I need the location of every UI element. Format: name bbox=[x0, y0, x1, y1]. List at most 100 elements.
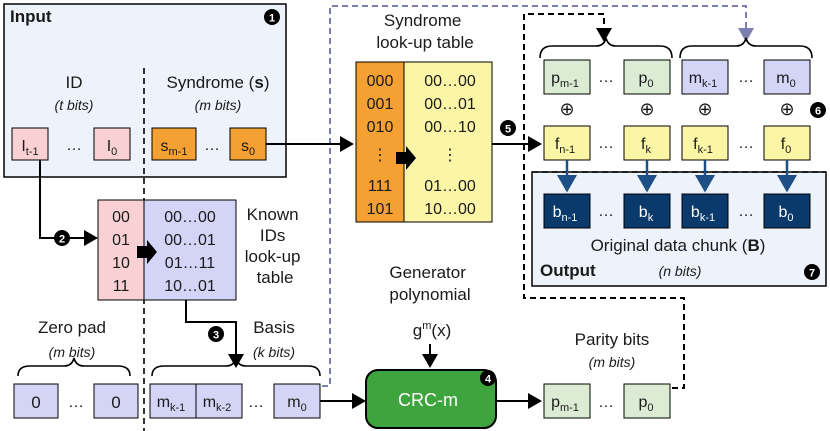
svg-text:…: … bbox=[738, 69, 754, 86]
svg-text:f0: f0 bbox=[781, 136, 792, 156]
svg-text:s0: s0 bbox=[241, 138, 255, 158]
svg-text:pm-1: pm-1 bbox=[551, 70, 579, 90]
svg-text:…: … bbox=[68, 394, 84, 411]
svg-text:10: 10 bbox=[112, 255, 130, 272]
out-msg-cell-high bbox=[681, 59, 729, 95]
svg-text:I0: I0 bbox=[107, 138, 118, 158]
id-bits: (t bits) bbox=[55, 97, 94, 113]
svg-text:…: … bbox=[598, 394, 614, 411]
svg-text:00…01: 00…01 bbox=[164, 232, 216, 249]
svg-text:fk-1: fk-1 bbox=[693, 136, 713, 156]
out-msg-cell-low bbox=[763, 59, 811, 95]
id-cell-high bbox=[11, 127, 49, 161]
syndrome-table-title: Syndrome look-up table bbox=[376, 11, 473, 52]
id-label: ID bbox=[66, 73, 83, 92]
parity-bits: (m bits) bbox=[589, 354, 636, 370]
output-title: Output bbox=[540, 261, 596, 280]
parity-cell-low bbox=[623, 383, 671, 419]
b-cell-0 bbox=[763, 193, 811, 229]
step-4-badge bbox=[480, 370, 496, 386]
syndrome-label: Syndrome (s) bbox=[166, 73, 269, 92]
step-1-badge bbox=[264, 9, 280, 25]
crc-label: CRC-m bbox=[398, 390, 458, 410]
svg-text:p0: p0 bbox=[638, 394, 653, 414]
original-chunk-label: Original data chunk (B) bbox=[591, 236, 766, 255]
svg-text:01…00: 01…00 bbox=[424, 178, 476, 195]
svg-text:fn-1: fn-1 bbox=[555, 136, 575, 156]
step-7-badge bbox=[804, 264, 820, 280]
syndrome-lookup-table: 000 001 010 ⋮ 111 101 00…00 00…01 00…10 … bbox=[355, 61, 493, 223]
svg-text:…: … bbox=[738, 203, 754, 220]
svg-text:000: 000 bbox=[367, 73, 394, 90]
svg-text:sm-1: sm-1 bbox=[161, 138, 188, 158]
f-cell-k bbox=[623, 125, 671, 161]
svg-text:6: 6 bbox=[815, 106, 821, 118]
syndrome-ellipsis: … bbox=[204, 137, 220, 154]
step-6-badge bbox=[810, 102, 826, 118]
svg-text:00…00: 00…00 bbox=[424, 73, 476, 90]
svg-text:00: 00 bbox=[112, 209, 130, 226]
known-table-title: Known IDs look-up table bbox=[245, 205, 306, 287]
svg-text:bn-1: bn-1 bbox=[553, 204, 578, 224]
svg-text:b0: b0 bbox=[778, 204, 793, 224]
basis-cell-0 bbox=[273, 383, 321, 419]
svg-text:m0: m0 bbox=[287, 394, 306, 414]
syndrome-cell-high bbox=[151, 127, 197, 161]
svg-text:1: 1 bbox=[269, 13, 275, 25]
svg-text:10…00: 10…00 bbox=[424, 201, 476, 218]
svg-text:bk: bk bbox=[639, 204, 654, 224]
svg-text:11: 11 bbox=[113, 278, 130, 295]
svg-text:4: 4 bbox=[485, 374, 492, 386]
svg-text:111: 111 bbox=[368, 178, 392, 195]
svg-text:2: 2 bbox=[59, 234, 65, 246]
id-to-known-arrow bbox=[39, 160, 98, 246]
known-ids-table: 00 01 10 11 00…00 00…01 01…11 10…01 bbox=[97, 199, 237, 301]
crc-block bbox=[365, 369, 497, 429]
svg-text:m0: m0 bbox=[776, 70, 795, 90]
svg-text:101: 101 bbox=[367, 201, 394, 218]
parity-cell-high bbox=[543, 383, 591, 419]
zero-pad-brace bbox=[17, 357, 131, 377]
id-cell-low bbox=[93, 127, 131, 161]
svg-text:p0: p0 bbox=[638, 70, 653, 90]
svg-text:mk-2: mk-2 bbox=[203, 394, 232, 414]
svg-text:pm-1: pm-1 bbox=[551, 394, 579, 414]
svg-text:00…00: 00…00 bbox=[164, 209, 216, 226]
xor-icon: ⊕ bbox=[697, 99, 712, 119]
svg-text:01: 01 bbox=[112, 232, 130, 249]
svg-text:10…01: 10…01 bbox=[164, 278, 216, 295]
known-to-basis-arrow bbox=[185, 300, 244, 368]
svg-text:0: 0 bbox=[31, 393, 40, 412]
step-5-badge bbox=[500, 120, 516, 136]
out-parity-cell-low bbox=[623, 59, 671, 95]
svg-text:001: 001 bbox=[367, 96, 394, 113]
xor-icon: ⊕ bbox=[779, 99, 794, 119]
svg-text:010: 010 bbox=[367, 119, 394, 136]
f-cell-0 bbox=[763, 125, 811, 161]
svg-text:…: … bbox=[598, 135, 614, 152]
lookup-arrow-icon bbox=[137, 240, 157, 264]
svg-text:bk-1: bk-1 bbox=[691, 204, 715, 224]
xor-icon: ⊕ bbox=[639, 99, 654, 119]
svg-text:0: 0 bbox=[111, 393, 120, 412]
out-parity-cell-high bbox=[543, 59, 591, 95]
generator-poly: gm(x) bbox=[413, 320, 451, 340]
zero-cell-low bbox=[93, 383, 139, 419]
syndrome-bits: (m bits) bbox=[195, 97, 242, 113]
svg-text:00…10: 00…10 bbox=[424, 119, 476, 136]
svg-text:…: … bbox=[248, 394, 264, 411]
svg-text:fk: fk bbox=[641, 136, 651, 156]
basis-to-output-dashed bbox=[322, 5, 754, 387]
id-ellipsis: … bbox=[66, 137, 82, 154]
syndrome-cell-low bbox=[229, 127, 267, 161]
svg-text:…: … bbox=[598, 69, 614, 86]
svg-text:mk-1: mk-1 bbox=[157, 394, 186, 414]
parity-label: Parity bits bbox=[575, 330, 650, 349]
message-brace bbox=[679, 37, 813, 59]
basis-brace bbox=[151, 357, 321, 377]
xor-icon: ⊕ bbox=[559, 99, 574, 119]
basis-cell-k1 bbox=[149, 383, 197, 419]
basis-cell-k2 bbox=[195, 383, 243, 419]
svg-text:5: 5 bbox=[505, 124, 511, 136]
svg-text:It-1: It-1 bbox=[21, 138, 38, 158]
